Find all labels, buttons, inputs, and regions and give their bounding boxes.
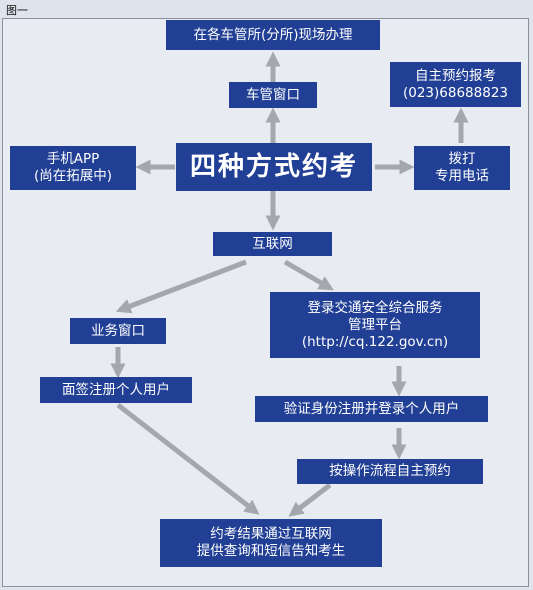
node-center: 四种方式约考 bbox=[176, 143, 372, 191]
node-platform: 登录交通安全综合服务 管理平台 (http://cq.122.gov.cn) bbox=[270, 292, 480, 358]
node-mobile-app: 手机APP (尚在拓展中) bbox=[10, 146, 136, 190]
node-vehicle-office-window: 车管窗口 bbox=[229, 82, 317, 108]
node-verify-register: 验证身份注册并登录个人用户 bbox=[255, 396, 488, 422]
arrow-process-to-result bbox=[288, 483, 332, 517]
node-onsite: 在各车管所(分所)现场办理 bbox=[166, 20, 380, 50]
node-follow-process: 按操作流程自主预约 bbox=[297, 459, 483, 484]
figure-label: 图一 bbox=[6, 4, 28, 17]
node-internet: 互联网 bbox=[213, 232, 332, 256]
node-self-booking: 自主预约报考 (023)68688823 bbox=[390, 62, 521, 107]
node-face-sign-register: 面签注册个人用户 bbox=[40, 377, 192, 403]
arrow-facesign-to-result bbox=[116, 403, 260, 515]
arrow-internet-to-business bbox=[115, 259, 247, 314]
node-business-window: 业务窗口 bbox=[70, 318, 166, 344]
arrow-internet-to-platform bbox=[283, 259, 334, 291]
node-hotline: 拨打 专用电话 bbox=[414, 146, 510, 190]
node-result: 约考结果通过互联网 提供查询和短信告知考生 bbox=[160, 519, 382, 567]
